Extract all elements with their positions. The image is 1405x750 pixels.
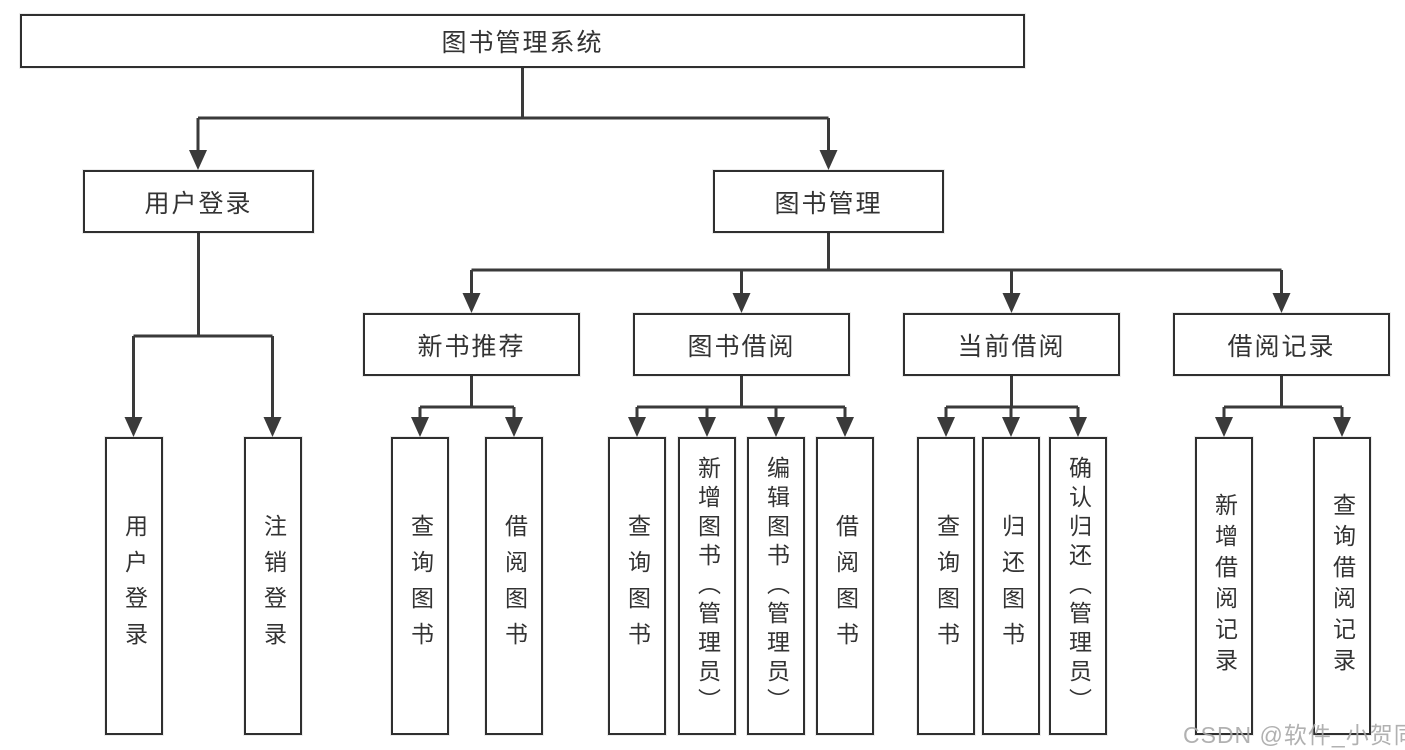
node-book-management: 图书管理	[713, 170, 944, 233]
leaf-add-borrowing-record: 新增借阅记录	[1195, 437, 1253, 735]
leaf-label: 查询图书	[933, 514, 960, 658]
leaf-user-login: 用户登录	[105, 437, 163, 735]
node-label: 当前借阅	[957, 332, 1066, 361]
node-book-management-system: 图书管理系统	[20, 14, 1025, 68]
node-borrowing-records: 借阅记录	[1173, 313, 1390, 376]
leaf-label: 确认归还（管理员）	[1065, 455, 1092, 717]
leaf-add-books-admin: 新增图书（管理员）	[678, 437, 736, 735]
node-label: 借阅记录	[1227, 332, 1336, 361]
leaf-label: 新增借阅记录	[1211, 493, 1238, 679]
leaf-edit-books-admin: 编辑图书（管理员）	[747, 437, 805, 735]
leaf-query-borrowing-record: 查询借阅记录	[1313, 437, 1371, 735]
node-label: 图书借阅	[687, 332, 796, 361]
leaf-label: 查询图书	[624, 514, 651, 658]
csdn-watermark: CSDN @软件_小贺同学	[1183, 722, 1405, 748]
leaf-return-books: 归还图书	[982, 437, 1040, 735]
leaf-borrow-books-recommend: 借阅图书	[485, 437, 543, 735]
leaf-label: 用户登录	[121, 514, 148, 658]
leaf-label: 查询借阅记录	[1329, 493, 1356, 679]
node-book-borrowing: 图书借阅	[633, 313, 850, 376]
leaf-borrow-books-borrowing: 借阅图书	[816, 437, 874, 735]
leaf-query-books-borrowing: 查询图书	[608, 437, 666, 735]
leaf-label: 归还图书	[998, 514, 1025, 658]
leaf-query-books-recommend: 查询图书	[391, 437, 449, 735]
leaf-query-books-current: 查询图书	[917, 437, 975, 735]
node-new-book-recommendation: 新书推荐	[363, 313, 580, 376]
node-label: 图书管理系统	[441, 29, 604, 57]
leaf-label: 借阅图书	[832, 514, 859, 658]
leaf-label: 借阅图书	[501, 514, 528, 658]
node-current-borrowing: 当前借阅	[903, 313, 1120, 376]
leaf-confirm-return-admin: 确认归还（管理员）	[1049, 437, 1107, 735]
node-user-login: 用户登录	[83, 170, 314, 233]
node-label: 用户登录	[144, 189, 253, 218]
leaf-label: 注销登录	[260, 514, 287, 658]
leaf-label: 查询图书	[407, 514, 434, 658]
leaf-label: 新增图书（管理员）	[694, 455, 721, 717]
node-label: 图书管理	[774, 189, 883, 218]
leaf-label: 编辑图书（管理员）	[763, 455, 790, 717]
leaf-logout: 注销登录	[244, 437, 302, 735]
node-label: 新书推荐	[417, 332, 526, 361]
